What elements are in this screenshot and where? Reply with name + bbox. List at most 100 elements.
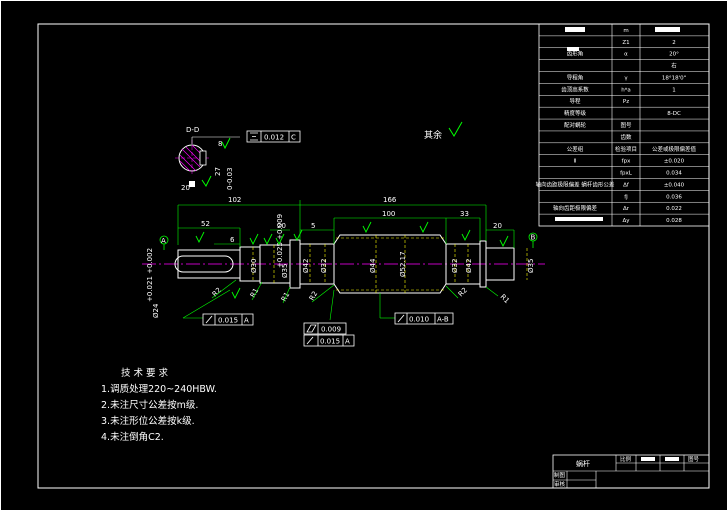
param-name-cell: 精度等级 bbox=[564, 109, 587, 117]
svg-text:R2: R2 bbox=[457, 286, 469, 298]
param-value-cell: 20° bbox=[669, 52, 679, 58]
param-symbol-cell: Δy bbox=[622, 218, 630, 224]
svg-text:20: 20 bbox=[277, 222, 286, 230]
param-value-cell: ±0.040 bbox=[664, 182, 685, 188]
svg-text:5: 5 bbox=[311, 222, 315, 230]
param-value-cell: 0.036 bbox=[666, 194, 682, 200]
svg-text:20: 20 bbox=[493, 222, 502, 230]
section-view: D-D 20 8 27 0-0.03 bbox=[175, 126, 240, 192]
svg-text:0.015: 0.015 bbox=[218, 317, 238, 325]
svg-text:Ø32: Ø32 bbox=[320, 259, 328, 273]
svg-text:0.009: 0.009 bbox=[321, 326, 341, 334]
param-symbol-cell: Pz bbox=[623, 99, 629, 105]
param-symbol-cell: γ bbox=[624, 75, 628, 81]
dimension-lines bbox=[177, 200, 515, 248]
param-symbol-cell: α bbox=[624, 52, 628, 58]
svg-text:Ø32: Ø32 bbox=[451, 259, 459, 273]
svg-text:R2: R2 bbox=[308, 290, 320, 302]
param-value-cell: 0.028 bbox=[666, 218, 682, 224]
svg-text:Ø30: Ø30 bbox=[250, 259, 258, 273]
dimension-text: 102 166 52 20 5 100 33 20 6 Ø30 Ø35 +0.0… bbox=[146, 196, 535, 318]
symmetry-tolerance-frame: 0.012 C bbox=[246, 130, 301, 143]
param-name-cell: Ⅱ bbox=[574, 159, 577, 165]
title-block: 蜗杆 比例 图号 制图 审核 bbox=[552, 454, 710, 489]
param-symbol-cell: 齿数 bbox=[620, 133, 632, 141]
param-name-cell: 导程角 bbox=[567, 73, 584, 81]
param-name-cell: 轴向齿距极限偏差 bbox=[553, 204, 598, 212]
other-surfaces-label: 其余 bbox=[424, 129, 442, 141]
table-header-swatch bbox=[655, 27, 680, 32]
param-symbol-cell: m bbox=[623, 28, 628, 34]
cylindricity-frame: 0.009 bbox=[303, 322, 347, 335]
runout-frame-3: 0.010 A-B bbox=[394, 312, 454, 325]
runout-frame-2: 0.015 A bbox=[303, 334, 355, 347]
param-name-cell: 公差组 bbox=[567, 145, 584, 153]
svg-text:0.012: 0.012 bbox=[264, 134, 284, 142]
param-value-cell: 0.022 bbox=[666, 206, 682, 212]
svg-text:C: C bbox=[291, 134, 296, 142]
svg-text:Ø44: Ø44 bbox=[369, 258, 377, 273]
roughness-symbol bbox=[221, 137, 231, 150]
shaft-roughness-symbols bbox=[195, 221, 509, 300]
param-symbol-cell: Δr bbox=[623, 206, 630, 212]
param-name-cell: 齿形角 bbox=[567, 50, 584, 58]
table-cell-swatch bbox=[555, 217, 603, 221]
section-dim-8: 8 bbox=[218, 140, 222, 148]
param-symbol-cell: 图号 bbox=[620, 121, 632, 129]
param-name-cell: 轴向齿距极限偏差 蜗杆齿形公差 bbox=[536, 180, 615, 188]
svg-text:52: 52 bbox=[201, 220, 210, 228]
svg-text:33: 33 bbox=[460, 210, 469, 218]
svg-text:Ø35: Ø35 bbox=[527, 259, 535, 273]
worm-tooth-lines bbox=[252, 235, 528, 293]
param-symbol-cell: fpxL bbox=[620, 171, 633, 177]
svg-text:Ø24: Ø24 bbox=[152, 303, 160, 318]
svg-text:A: A bbox=[345, 338, 350, 346]
section-label: D-D bbox=[186, 126, 199, 134]
svg-text:Ø42: Ø42 bbox=[302, 259, 310, 273]
tech-req-heading: 技术要求 bbox=[121, 367, 171, 379]
param-name-cell: 导程 bbox=[569, 97, 581, 105]
parameter-table: m4Z12齿形角α20°右导程角γ18°18'0"齿顶高系数h*a1导程Pz精度… bbox=[536, 23, 710, 227]
tech-req-item-1: 1.调质处理220~240HBW. bbox=[101, 383, 217, 395]
drawn-label: 制图 bbox=[554, 471, 566, 479]
param-symbol-cell: 检验项目 bbox=[615, 145, 637, 153]
inner-frame bbox=[37, 23, 710, 489]
svg-text:R1: R1 bbox=[499, 293, 511, 305]
param-symbol-cell: Z1 bbox=[622, 40, 629, 46]
table-header-swatch bbox=[565, 27, 585, 32]
svg-text:6: 6 bbox=[230, 236, 235, 244]
svg-text:+0.021 +0.002: +0.021 +0.002 bbox=[146, 248, 154, 302]
svg-text:166: 166 bbox=[383, 196, 397, 204]
section-dim-27: 27 bbox=[214, 167, 222, 176]
svg-text:Ø42: Ø42 bbox=[465, 259, 473, 273]
param-value-cell: 2 bbox=[672, 40, 676, 46]
worm-shaft bbox=[174, 234, 515, 294]
tech-req-item-2: 2.未注尺寸公差按m级. bbox=[101, 399, 198, 411]
table-cell-swatch bbox=[567, 47, 579, 51]
part-title: 蜗杆 bbox=[576, 459, 590, 468]
roughness-symbol bbox=[448, 121, 463, 137]
svg-text:Ø52.17: Ø52.17 bbox=[399, 251, 407, 277]
param-name-cell: 配对蜗轮 bbox=[564, 121, 587, 129]
tech-req-item-3: 3.未注形位公差按k级. bbox=[101, 415, 195, 427]
scale-swatch bbox=[665, 457, 679, 461]
param-symbol-cell: fpx bbox=[622, 159, 631, 165]
param-name-cell: 齿顶高系数 bbox=[561, 85, 589, 93]
roughness-symbol bbox=[201, 175, 212, 187]
drawing-no-label: 图号 bbox=[688, 455, 700, 463]
section-dim-tolerance: 0-0.03 bbox=[226, 167, 234, 190]
param-value-cell: 8-DC bbox=[667, 111, 681, 117]
param-symbol-cell: h*a bbox=[621, 87, 631, 93]
runout-frame-1: 0.015 A bbox=[202, 313, 254, 326]
tech-req-item-4: 4.未注倒角C2. bbox=[101, 431, 164, 443]
param-value-cell: 1 bbox=[672, 87, 676, 93]
svg-text:+0.025 +0.009: +0.025 +0.009 bbox=[276, 214, 284, 268]
svg-text:100: 100 bbox=[382, 210, 395, 218]
param-value-cell: 0.034 bbox=[666, 171, 682, 177]
scale-swatch bbox=[641, 457, 655, 461]
svg-text:0.015: 0.015 bbox=[320, 338, 340, 346]
param-value-cell: 18°18'0" bbox=[662, 75, 686, 81]
param-value-cell: 公差或极限偏差值 bbox=[652, 145, 697, 153]
param-value-cell: ±0.020 bbox=[664, 159, 685, 165]
